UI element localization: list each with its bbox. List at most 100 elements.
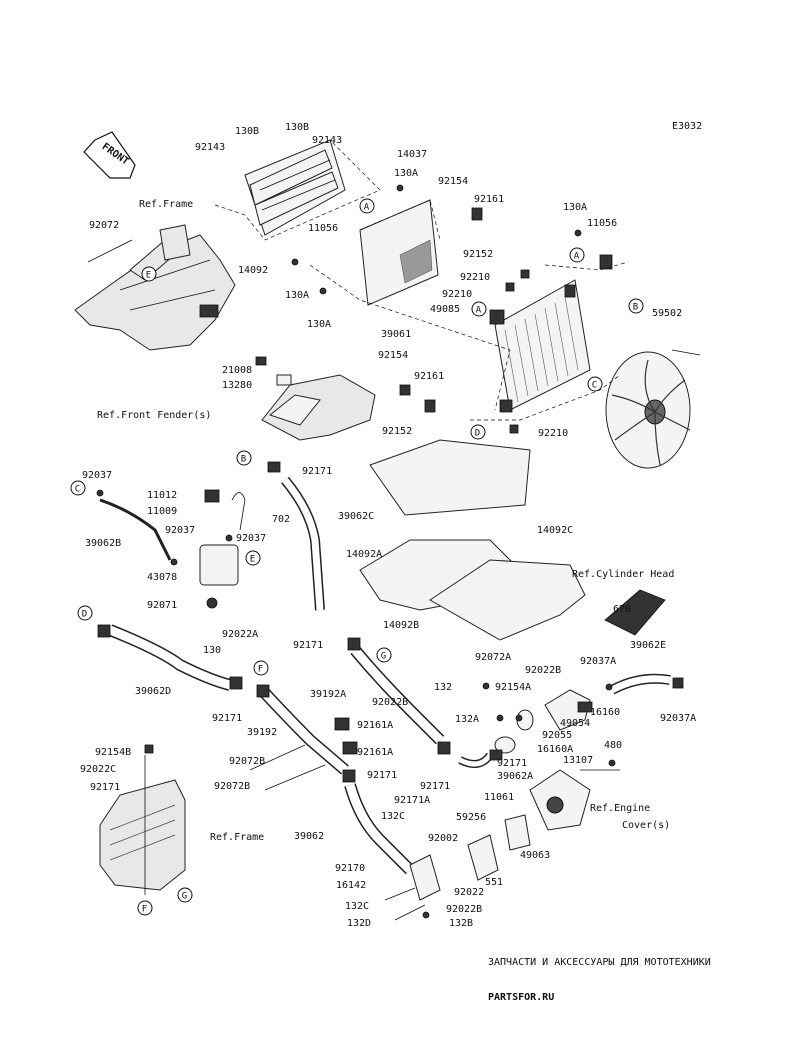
svg-text:G: G	[182, 892, 187, 902]
part-number-label: 130A	[285, 290, 309, 301]
radiator-screen-part	[244, 139, 346, 236]
part-number-label: 39062D	[135, 686, 171, 697]
svg-text:D: D	[82, 610, 87, 620]
part-number-label: 92154	[438, 176, 468, 187]
part-number-label: 92154A	[495, 682, 531, 693]
svg-text:A: A	[476, 306, 482, 316]
svg-text:G: G	[381, 652, 386, 662]
part-number-label: 92161	[474, 194, 504, 205]
part-number-label: 11056	[587, 218, 617, 229]
part-number-label: 92143	[312, 135, 342, 146]
circle-marker-g: G	[376, 647, 392, 663]
part-number-label: 92072B	[229, 756, 265, 767]
part-number-label: 132B	[449, 918, 473, 929]
part-number-label: 92170	[335, 863, 365, 874]
part-number-label: 39062E	[630, 640, 666, 651]
part-number-label: 130A	[307, 319, 331, 330]
part-number-label: 13107	[563, 755, 593, 766]
part-number-label: 39192	[247, 727, 277, 738]
part-number-label: 132C	[345, 901, 369, 912]
circle-marker-a: A	[359, 198, 375, 214]
frame-lower-part	[99, 779, 186, 891]
skid-plate-14092c	[369, 439, 531, 516]
watermark-caption: ЗАПЧАСТИ И АКСЕССУАРЫ ДЛЯ МОТОТЕХНИКИ	[488, 957, 711, 968]
circle-marker-c: C	[587, 376, 603, 392]
circle-marker-e: E	[141, 266, 157, 282]
part-number-label: 92171A	[394, 795, 430, 806]
part-number-label: 132A	[455, 714, 479, 725]
radiator-fasteners	[291, 184, 613, 434]
part-number-label: 59256	[456, 812, 486, 823]
part-number-label: 92171	[367, 770, 397, 781]
part-number-label: 92210	[538, 428, 568, 439]
part-number-label: 92171	[420, 781, 450, 792]
part-number-label: 11012	[147, 490, 177, 501]
front-arrow-icon: FRONT	[83, 131, 136, 179]
svg-text:E: E	[250, 555, 255, 565]
reservoir-tank-part	[199, 489, 246, 609]
part-number-label: 11056	[308, 223, 338, 234]
part-number-label: 92210	[460, 272, 490, 283]
part-number-label: 43078	[147, 572, 177, 583]
part-number-label: 59502	[652, 308, 682, 319]
svg-text:A: A	[364, 203, 370, 213]
part-number-label: 49063	[520, 850, 550, 861]
part-number-label: 92171	[302, 466, 332, 477]
svg-text:E: E	[146, 271, 151, 281]
circle-marker-f: F	[137, 900, 153, 916]
svg-text:C: C	[75, 485, 80, 495]
ref-engine-cover-label: Cover(s)	[622, 820, 670, 831]
part-number-label: 132D	[347, 918, 371, 929]
part-number-label: 39062	[294, 831, 324, 842]
part-number-label: 14092	[238, 265, 268, 276]
part-number-label: 130A	[563, 202, 587, 213]
part-number-label: 16160A	[537, 744, 573, 755]
ref-frame-label: Ref.Frame	[139, 199, 193, 210]
part-number-label: 14092C	[537, 525, 573, 536]
part-number-label: 92055	[542, 730, 572, 741]
part-number-label: 16160	[590, 707, 620, 718]
circle-marker-g: G	[177, 887, 193, 903]
part-number-label: 39192A	[310, 689, 346, 700]
part-number-label: 92002	[428, 833, 458, 844]
cooling-fan-part	[605, 349, 701, 469]
ref-frame-lower-label: Ref.Frame	[210, 832, 264, 843]
part-number-label: 92152	[382, 426, 412, 437]
part-number-label: 92171	[497, 758, 527, 769]
svg-text:C: C	[592, 381, 597, 391]
part-number-label: 39062A	[497, 771, 533, 782]
svg-text:B: B	[241, 455, 246, 465]
part-number-label: 92161A	[357, 720, 393, 731]
part-number-label: 92072B	[214, 781, 250, 792]
circle-marker-d: D	[470, 424, 486, 440]
ref-cylinder-head-label: Ref.Cylinder Head	[572, 569, 674, 580]
part-number-label: 92171	[90, 782, 120, 793]
part-number-label: 92154	[378, 350, 408, 361]
part-number-label: 92022A	[222, 629, 258, 640]
part-number-label: 702	[272, 514, 290, 525]
clamps	[96, 461, 684, 919]
diagram-id: E3032	[672, 121, 702, 132]
part-number-label: 130B	[235, 126, 259, 137]
svg-text:B: B	[633, 303, 638, 313]
circle-marker-a: A	[471, 301, 487, 317]
part-number-label: 480	[604, 740, 622, 751]
part-number-label: 92171	[212, 713, 242, 724]
part-number-label: 670	[613, 604, 631, 615]
ref-engine-label: Ref.Engine	[590, 803, 650, 814]
part-number-label: 92037	[236, 533, 266, 544]
part-number-label: 92161	[414, 371, 444, 382]
part-number-label: 130B	[285, 122, 309, 133]
part-number-label: 11009	[147, 506, 177, 517]
circle-marker-d: D	[77, 605, 93, 621]
circle-marker-e: E	[245, 550, 261, 566]
part-number-label: 551	[485, 877, 503, 888]
thermostat-housing-part	[494, 689, 593, 754]
circle-marker-c: C	[70, 480, 86, 496]
part-number-label: 92037A	[580, 656, 616, 667]
radiator-cover-part	[359, 199, 439, 306]
part-number-label: 11061	[484, 792, 514, 803]
part-number-label: 14092B	[383, 620, 419, 631]
